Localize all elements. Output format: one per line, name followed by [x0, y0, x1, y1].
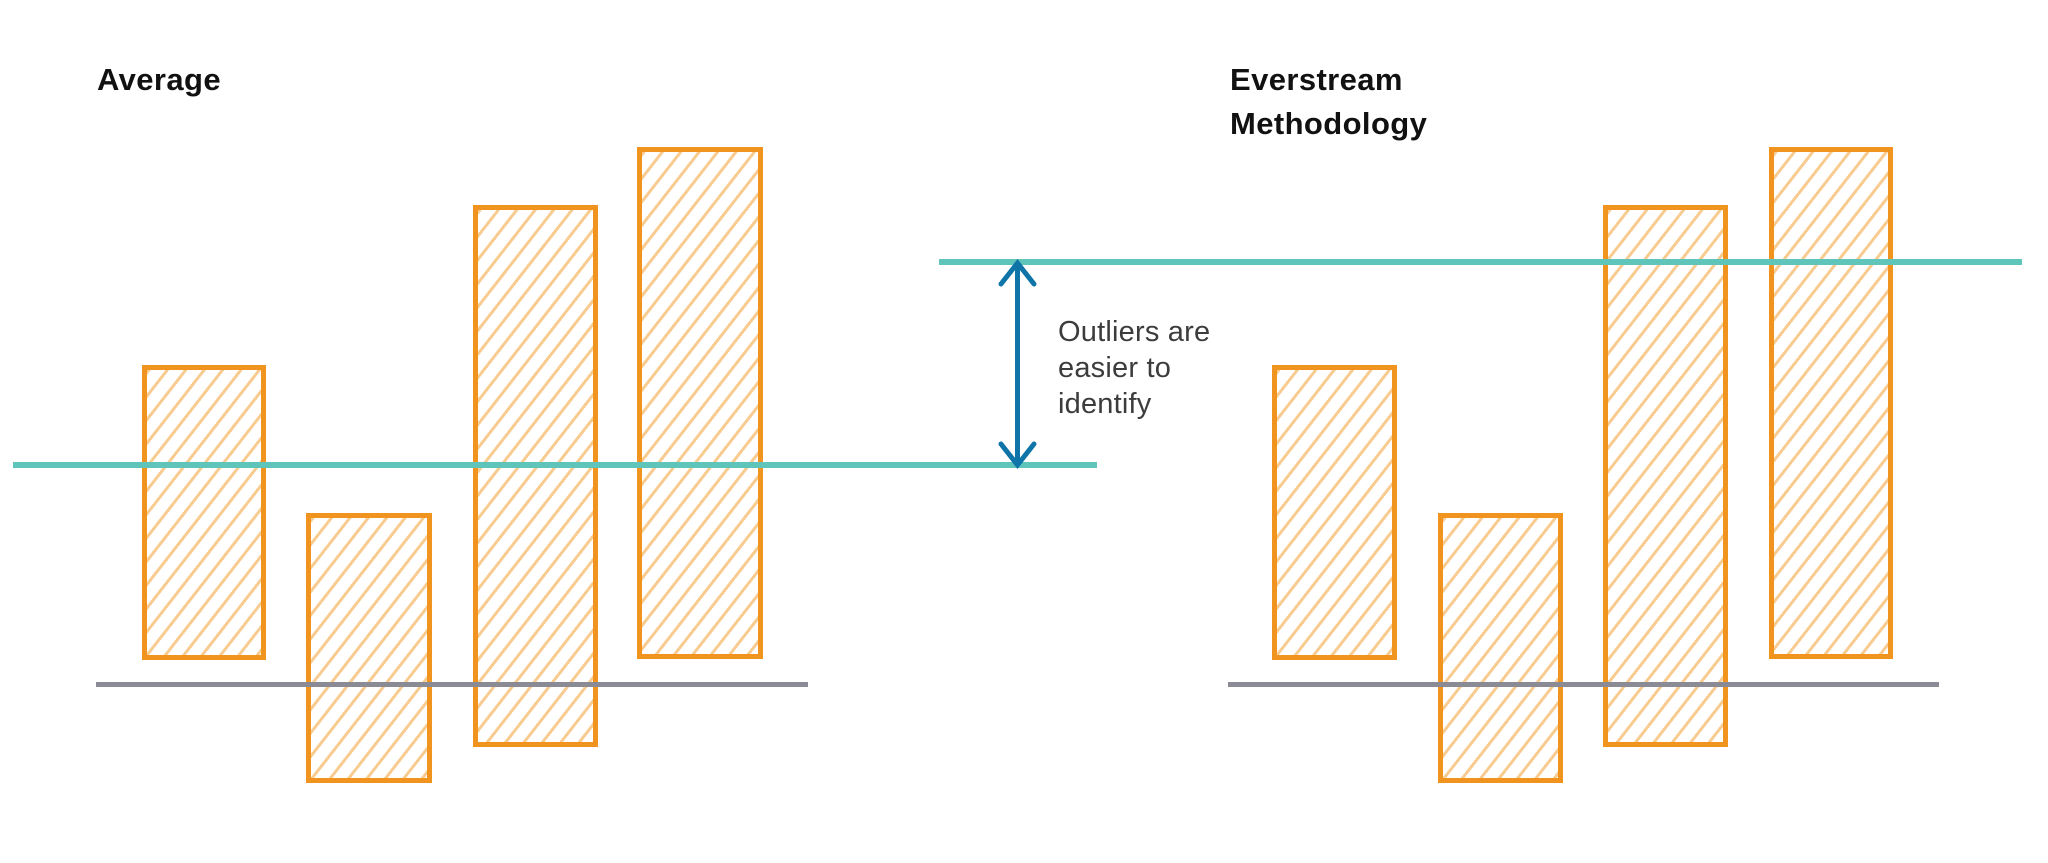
average-line	[13, 462, 1097, 468]
left-bar-4	[637, 147, 763, 659]
left-bar-2	[306, 513, 432, 783]
right-chart-title-line2: Methodology	[1230, 106, 1428, 141]
right-bar-2	[1438, 513, 1563, 783]
left-baseline	[96, 681, 808, 687]
annotation-line-1: Outliers are	[1058, 316, 1211, 348]
left-chart-title: Average	[97, 62, 221, 97]
threshold-line	[939, 259, 2022, 265]
left-bar-3	[473, 205, 598, 747]
annotation-line-2: easier to	[1058, 352, 1172, 384]
outliers-annotation: Outliers are easier to identify	[1058, 314, 1210, 422]
right-baseline	[1228, 681, 1939, 687]
right-bar-4	[1769, 147, 1893, 659]
right-chart-title-line1: Everstream	[1230, 62, 1403, 97]
right-bar-3	[1603, 205, 1728, 747]
annotation-line-3: identify	[1058, 388, 1152, 420]
right-bar-1	[1272, 365, 1397, 660]
left-bar-1	[142, 365, 266, 660]
